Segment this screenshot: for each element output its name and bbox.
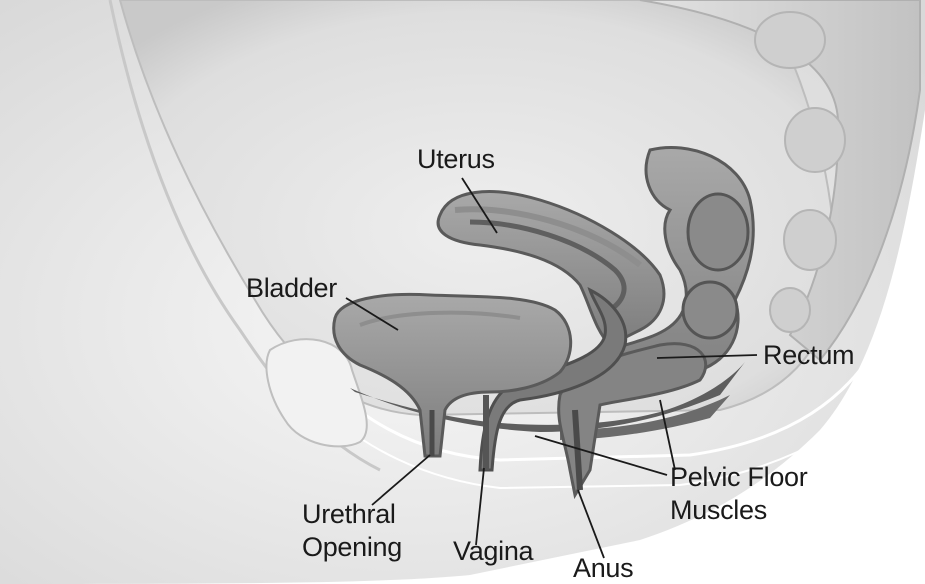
label-pelvic-floor-line1: Pelvic Floor (670, 461, 807, 494)
label-rectum: Rectum (763, 339, 854, 372)
label-urethral-opening: Urethral Opening (302, 498, 402, 564)
label-urethral-line1: Urethral (302, 498, 402, 531)
label-urethral-line2: Opening (302, 531, 402, 564)
label-pelvic-floor-line2: Muscles (670, 494, 807, 527)
label-pelvic-floor-muscles: Pelvic Floor Muscles (670, 461, 807, 527)
label-bladder: Bladder (246, 272, 337, 305)
label-vagina: Vagina (453, 535, 533, 568)
label-anus: Anus (573, 552, 633, 584)
label-uterus: Uterus (417, 143, 495, 176)
